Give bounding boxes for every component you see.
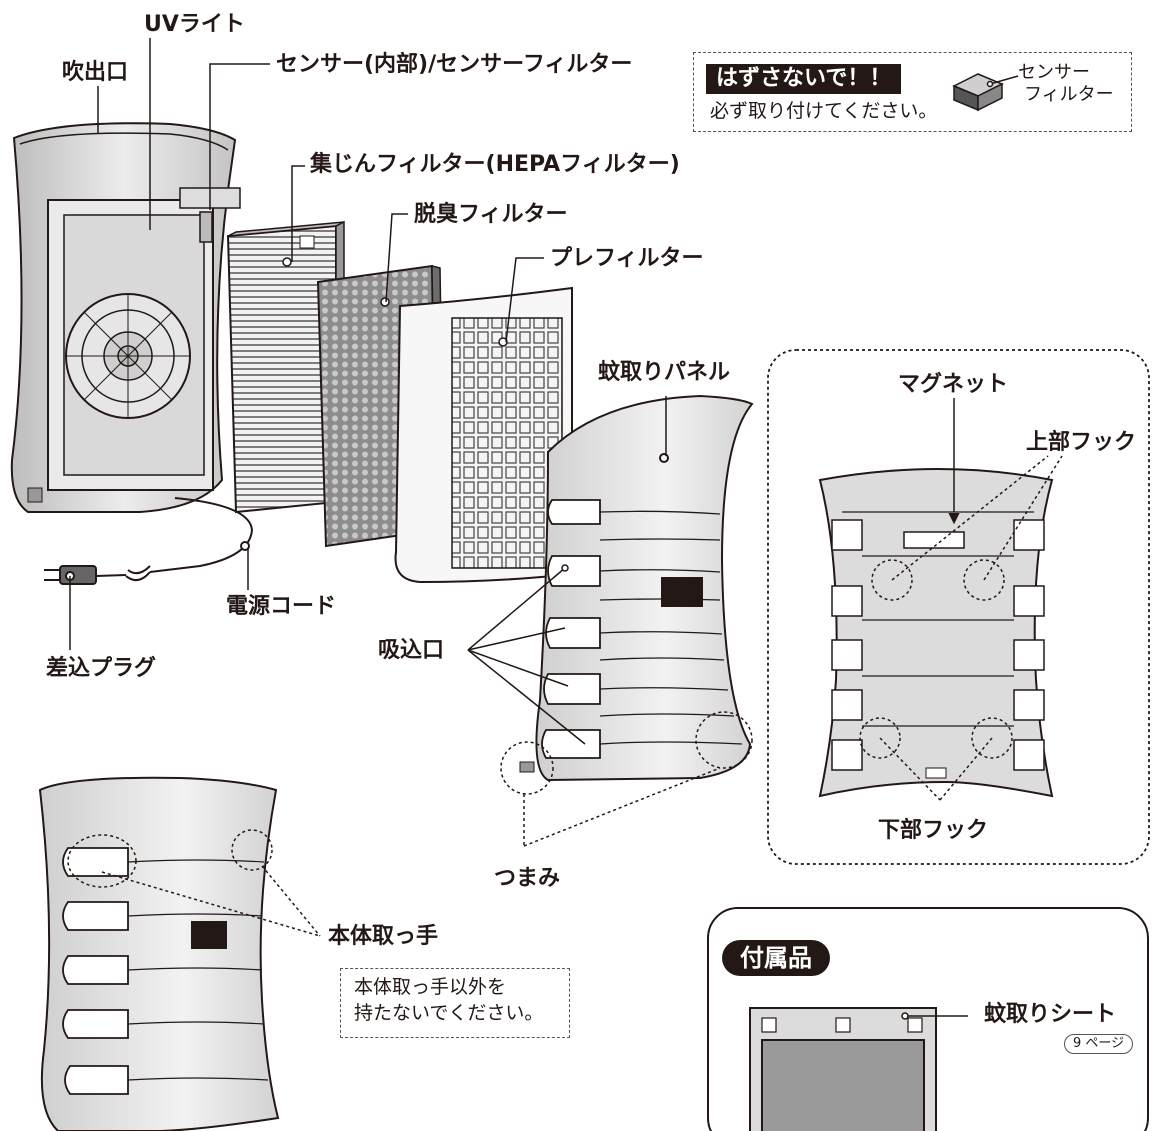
accessory-frame [707, 907, 1149, 1131]
label-outlet: 吹出口 [62, 60, 129, 85]
handle-note-line2: 持たないでください。 [354, 1002, 544, 1024]
main-unit-front-drawing [38, 776, 280, 1131]
label-plug: 差込プラグ [46, 656, 157, 681]
mosquito-sheet-drawing [749, 1007, 968, 1131]
label-sensor: センサー(内部)/センサーフィルター [276, 52, 633, 77]
sensor-filter-label-line1: センサー [1018, 62, 1090, 83]
inset-leaders [859, 398, 1063, 801]
label-mosquito-panel: 蚊取りパネル [598, 360, 731, 385]
accessory-item-label: 蚊取りシート [984, 1002, 1117, 1027]
label-leader-lines [69, 38, 667, 650]
label-body-handle: 本体取っ手 [328, 924, 439, 949]
panel-back-drawing [818, 468, 1054, 798]
label-upper-hook: 上部フック [1026, 430, 1137, 455]
warning-title: はずさないで！！ [706, 64, 902, 94]
prefilter-drawing [394, 286, 573, 584]
handle-note-box [340, 968, 570, 1038]
label-magnet: マグネット [898, 372, 1009, 397]
accessory-page-ref: 9 ページ [1064, 1034, 1134, 1054]
warning-text: 必ず取り付けてください。 [710, 100, 938, 122]
accessory-title: 付属品 [722, 940, 830, 976]
label-lower-hook: 下部フック [878, 818, 989, 843]
body-handle-callouts [67, 829, 321, 937]
mosquito-panel-drawing [519, 394, 754, 782]
label-power-cord: 電源コード [226, 594, 337, 619]
label-uv-light: UVライト [144, 12, 245, 37]
inset-frame [767, 349, 1150, 865]
label-prefilter: プレフィルター [550, 246, 704, 271]
sensor-filter-block-drawing [952, 73, 1019, 112]
knob-callouts [500, 711, 753, 847]
handle-note-line1: 本体取っ手以外を [354, 976, 507, 998]
sensor-filter-label-line2: フィルター [1024, 84, 1114, 105]
main-unit-drawing [10, 122, 241, 513]
intake-leader-lines [467, 564, 586, 745]
sensor-warning-box [693, 52, 1132, 132]
label-intake: 吸込口 [378, 638, 445, 663]
label-hepa-filter: 集じんフィルター(HEPAフィルター) [310, 152, 680, 177]
label-deodorizing-filter: 脱臭フィルター [414, 202, 568, 227]
label-knob: つまみ [494, 866, 561, 891]
